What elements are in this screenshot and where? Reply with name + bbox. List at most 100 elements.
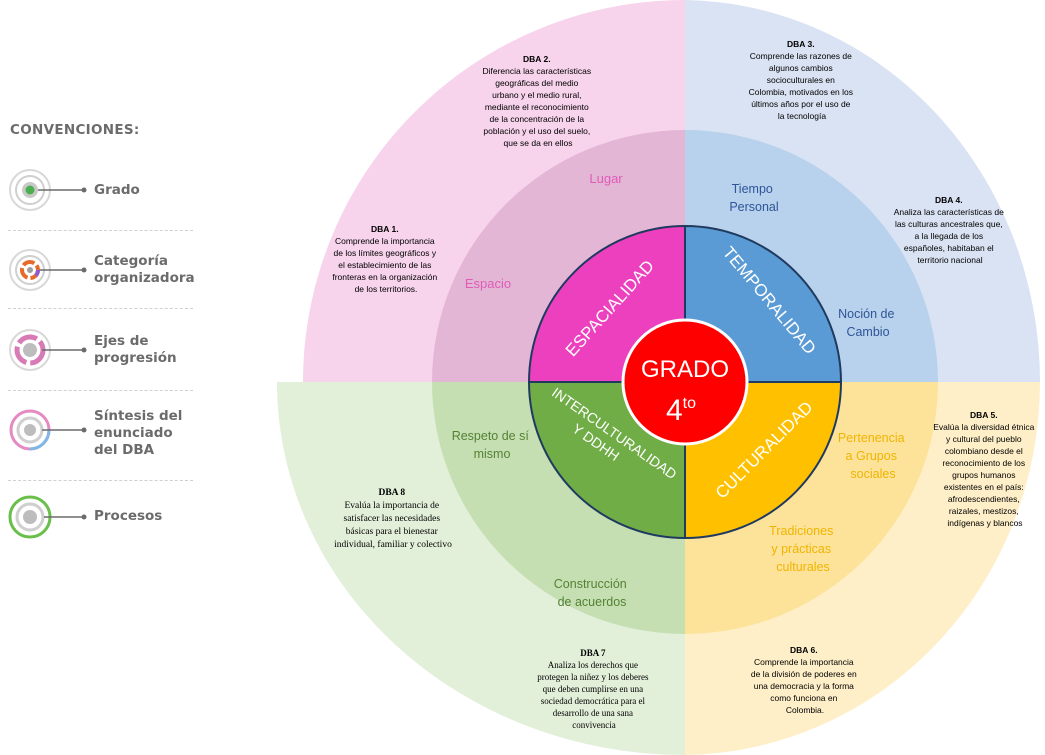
dba-2-line: población y el uso del suelo, bbox=[483, 126, 590, 136]
axis-nocion-line2: Cambio bbox=[846, 325, 889, 339]
legend-divider bbox=[8, 230, 193, 231]
dba-3-text: DBA 3. Comprende las razones de algunos … bbox=[749, 39, 856, 121]
axis-label-tiempo-personal: Tiempo Personal bbox=[729, 182, 778, 214]
dba-1-line: el establecimiento de las bbox=[338, 260, 431, 270]
dba-4-line: españoles, habitaban el bbox=[904, 243, 994, 253]
dba-8-title: DBA 8 bbox=[378, 488, 405, 498]
dba-7-line: convivencia bbox=[572, 720, 615, 730]
dba-5-text: DBA 5. Evalúa la diversidad étnica y cul… bbox=[933, 410, 1037, 528]
legend-item-categoria: Categoría organizadora bbox=[8, 245, 198, 295]
dba-7-line: Analiza los derechos que bbox=[548, 660, 638, 670]
dba-6-line: una democracia y la forma bbox=[754, 681, 854, 691]
dba-8-line: básicas para el bienestar bbox=[346, 527, 439, 537]
axis-pertenencia-line1: Pertenencia bbox=[838, 431, 905, 445]
dba-2-text: DBA 2. Diferencia las características ge… bbox=[482, 54, 593, 148]
dba-7-line: protegen la niñez y los deberes bbox=[537, 672, 649, 682]
dba-2-line: Diferencia las características bbox=[482, 66, 591, 76]
dba-3-line: algunos cambios bbox=[769, 63, 833, 73]
dba-5-line: grupos humanos bbox=[952, 470, 1015, 480]
grade-number-sup: to bbox=[683, 395, 696, 412]
axis-label-tradiciones: Tradiciones y prácticas culturales bbox=[769, 524, 837, 574]
dba-5-line: raizales, mestizos, bbox=[949, 506, 1019, 516]
dba-7-text: DBA 7 Analiza los derechos que protegen … bbox=[537, 648, 650, 730]
legend-item-sintesis: Síntesis del enunciado del DBA bbox=[8, 405, 198, 465]
dba-3-line: la tecnología bbox=[778, 111, 826, 121]
axis-tradiciones-line3: culturales bbox=[776, 560, 830, 574]
categoria-icon bbox=[9, 249, 87, 291]
dba-5-line: indígenas y blancos bbox=[947, 518, 1022, 528]
dba-3-line: socioculturales en bbox=[767, 75, 835, 85]
axis-tiempo-line1: Tiempo bbox=[732, 182, 773, 196]
grado-icon bbox=[9, 169, 87, 211]
dba-2-line: mediante el reconocimiento bbox=[485, 102, 589, 112]
dba-5-line: afrodescendientes, bbox=[948, 494, 1020, 504]
legend-divider bbox=[8, 308, 193, 309]
dba-5-line: existentes en el país: bbox=[944, 482, 1024, 492]
legend-item-grado: Grado bbox=[8, 165, 198, 215]
dba-4-line: Analiza las características de bbox=[894, 207, 1004, 217]
dba-6-title: DBA 6. bbox=[790, 645, 818, 655]
dba-5-line: reconocimiento de los bbox=[942, 458, 1025, 468]
axis-label-nocion-cambio: Noción de Cambio bbox=[838, 307, 898, 339]
dba-5-line: colombiano desde el bbox=[945, 446, 1023, 456]
grade-center-circle bbox=[621, 318, 749, 446]
dba-7-title: DBA 7 bbox=[580, 648, 606, 658]
legend-item-ejes: Ejes de progresión bbox=[8, 325, 198, 375]
dba-1-line: fronteras en la organización bbox=[332, 272, 437, 282]
dba-4-line: territorio nacional bbox=[917, 255, 982, 265]
dba-1-text: DBA 1. Comprende la importancia de los l… bbox=[332, 224, 439, 294]
axis-label-lugar: Lugar bbox=[589, 171, 623, 186]
dba-6-line: como funciona en bbox=[770, 693, 837, 703]
legend-title: CONVENCIONES: bbox=[10, 122, 140, 138]
axis-label-construccion: Construcción de acuerdos bbox=[554, 577, 630, 609]
dba-3-line: Colombia, motivados en los bbox=[749, 87, 853, 97]
dba-1-title: DBA 1. bbox=[371, 224, 399, 234]
dba-3-line: últimos años por el uso de bbox=[751, 99, 850, 109]
dba-2-title: DBA 2. bbox=[523, 54, 551, 64]
dba-8-text: DBA 8 Evalúa la importancia de satisface… bbox=[334, 488, 452, 550]
dba-4-text: DBA 4. Analiza las características de la… bbox=[894, 195, 1006, 265]
axis-construccion-line2: de acuerdos bbox=[558, 595, 627, 609]
legend-label-categoria: Categoría organizadora bbox=[94, 253, 195, 286]
legend-label-sintesis: Síntesis del enunciado del DBA bbox=[94, 408, 183, 458]
dba-6-line: Comprende la importancia bbox=[754, 657, 854, 667]
dba-8-line: individual, familiar y colectivo bbox=[334, 539, 452, 550]
dba-4-line: las culturas ancestrales que, bbox=[895, 219, 1003, 229]
dba-7-line: sociedad democrática para el bbox=[541, 696, 646, 706]
dba-3-line: Comprende las razones de bbox=[750, 51, 852, 61]
dba-7-line: desarrollo de una sana bbox=[553, 708, 633, 718]
dba-4-line: a la llegada de los bbox=[915, 231, 984, 241]
legend-panel: CONVENCIONES: Grado Categoría organizado… bbox=[0, 0, 200, 755]
dba-wheel-diagram: GRADO 4to ESPACIALIDAD TEMPORALIDAD CULT… bbox=[277, 0, 1040, 755]
axis-tradiciones-line1: Tradiciones bbox=[769, 524, 833, 538]
legend-item-procesos: Procesos bbox=[8, 492, 198, 542]
dba-1-line: Comprende la importancia bbox=[335, 236, 435, 246]
dba-6-line: Colombia. bbox=[786, 705, 824, 715]
axis-pertenencia-line2: a Grupos bbox=[846, 449, 897, 463]
dba-2-line: que se da en ellos bbox=[504, 138, 573, 148]
dba-2-line: de la concentración de la bbox=[490, 114, 585, 124]
axis-respeto-line1: Respeto de sí bbox=[452, 429, 530, 443]
dba-6-line: de la división de poderes en bbox=[751, 669, 857, 679]
grade-label: GRADO bbox=[641, 356, 729, 383]
dba-5-title: DBA 5. bbox=[970, 410, 998, 420]
legend-label-ejes: Ejes de progresión bbox=[94, 333, 177, 366]
axis-pertenencia-line3: sociales bbox=[850, 467, 895, 481]
legend-label-grado: Grado bbox=[94, 182, 140, 198]
procesos-icon bbox=[8, 495, 87, 539]
dba-4-title: DBA 4. bbox=[935, 195, 963, 205]
axis-respeto-line2: mismo bbox=[474, 447, 511, 461]
grade-number: 4to bbox=[666, 394, 696, 427]
dba-5-line: Evalúa la diversidad étnica bbox=[933, 422, 1034, 432]
legend-divider bbox=[8, 390, 193, 391]
dba-2-line: urbano y el medio rural, bbox=[492, 90, 581, 100]
axis-label-pertenencia: Pertenencia a Grupos sociales bbox=[838, 431, 908, 481]
dba-5-line: y cultural del pueblo bbox=[946, 434, 1022, 444]
sintesis-icon bbox=[9, 409, 87, 451]
ejes-icon bbox=[9, 329, 87, 371]
axis-construccion-line1: Construcción bbox=[554, 577, 627, 591]
dba-1-line: de los límites geográficos y bbox=[334, 248, 437, 258]
dba-6-text: DBA 6. Comprende la importancia de la di… bbox=[751, 645, 859, 715]
dba-8-line: Evalúa la importancia de bbox=[344, 501, 439, 511]
axis-nocion-line1: Noción de bbox=[838, 307, 894, 321]
